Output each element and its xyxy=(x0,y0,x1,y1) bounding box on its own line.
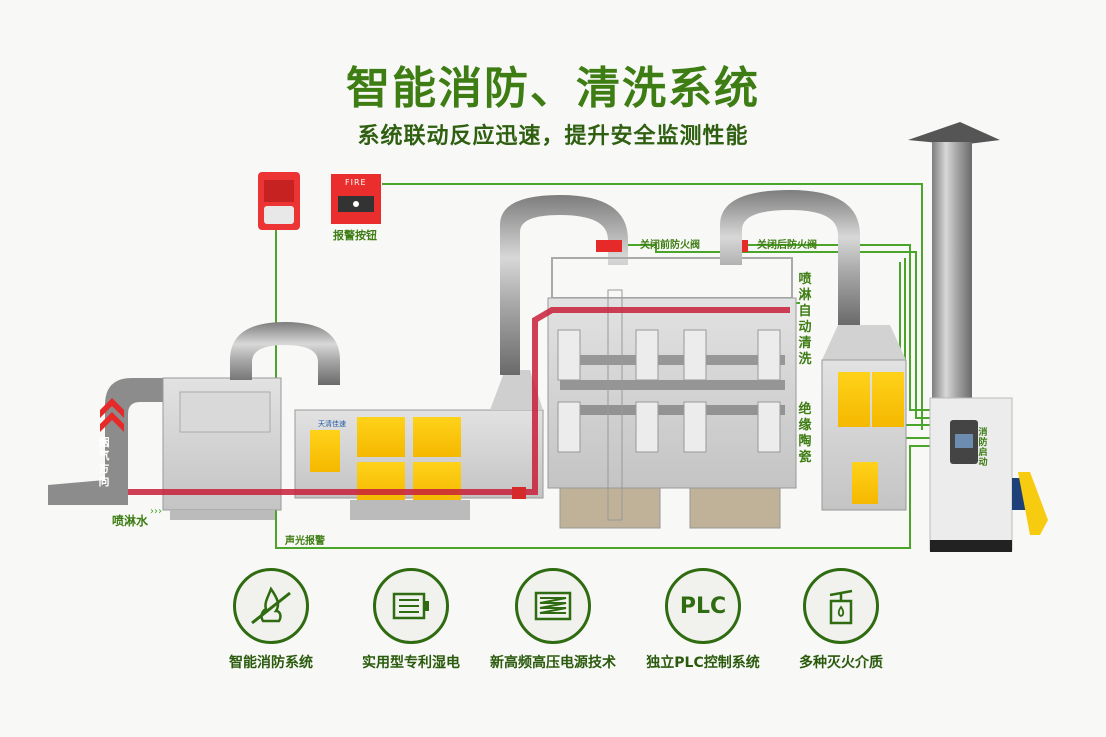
feature-label: 实用型专利湿电 xyxy=(362,655,460,671)
feature-label: 新高频高压电源技术 xyxy=(490,655,616,671)
front-damper-label: 关闭前防火阀 xyxy=(640,240,700,251)
wire-rear-damper xyxy=(748,244,945,411)
main-tower xyxy=(547,257,797,529)
brand-logo: 天清佳速 xyxy=(318,420,346,428)
fire-start-label: 消防启动 xyxy=(978,428,988,468)
inlet-duct xyxy=(48,378,165,505)
secondary-unit xyxy=(821,325,907,511)
fan-motor xyxy=(1012,472,1048,535)
wire-front-damper xyxy=(622,244,945,419)
power-coil-icon xyxy=(515,568,591,644)
fire-button-text: FIRE xyxy=(345,178,367,187)
feature-label: 多种灭火介质 xyxy=(799,655,883,671)
pre-filter-box xyxy=(162,377,282,520)
insulation-ceramic-label: 绝缘陶瓷 xyxy=(798,402,812,465)
feature-wet-esp: 实用型专利湿电 xyxy=(336,568,486,672)
page-subtitle: 系统联动反应迅速，提升安全监测性能 xyxy=(357,124,749,149)
arch-pipe-3 xyxy=(720,190,860,325)
feature-label: 智能消防系统 xyxy=(229,655,313,671)
feature-smart-fire: 智能消防系统 xyxy=(196,568,346,672)
page-title: 智能消防、清洗系统 xyxy=(346,63,760,114)
smoke-direction-label: 烟气方向 xyxy=(98,436,110,488)
feature-extinguish: 多种灭火介质 xyxy=(766,568,916,672)
front-fire-damper xyxy=(596,240,622,252)
feature-hf-power: 新高频高压电源技术 xyxy=(478,568,628,672)
spray-water-pipe xyxy=(128,307,790,495)
electrostatic-unit-1 xyxy=(294,370,544,520)
sound-light-alarm-device xyxy=(258,172,300,230)
extinguisher-icon xyxy=(803,568,879,644)
sound-light-alarm-label: 声光报警 xyxy=(285,536,325,547)
no-fire-icon xyxy=(233,568,309,644)
rear-damper-label: 关闭后防火阀 xyxy=(757,240,817,251)
arch-pipe-1 xyxy=(230,322,340,385)
alarm-button-label: 报警按钮 xyxy=(333,229,377,242)
chimney xyxy=(908,122,1000,407)
arch-pipe-2 xyxy=(500,195,628,375)
plc-icon: PLC xyxy=(665,568,741,644)
feature-label: 独立PLC控制系统 xyxy=(646,655,760,671)
battery-icon xyxy=(373,568,449,644)
flow-arrows-icon: ››› xyxy=(150,506,162,517)
spray-water-label: 喷淋水 xyxy=(112,514,149,528)
spray-clean-label: 喷淋自动清洗 xyxy=(798,272,812,367)
control-cabinet xyxy=(929,397,1013,552)
plc-icon-text: PLC xyxy=(679,593,727,619)
feature-plc: PLC 独立PLC控制系统 xyxy=(628,568,778,672)
alarm-button-device xyxy=(331,174,381,224)
wire-alarm-button xyxy=(382,183,923,430)
